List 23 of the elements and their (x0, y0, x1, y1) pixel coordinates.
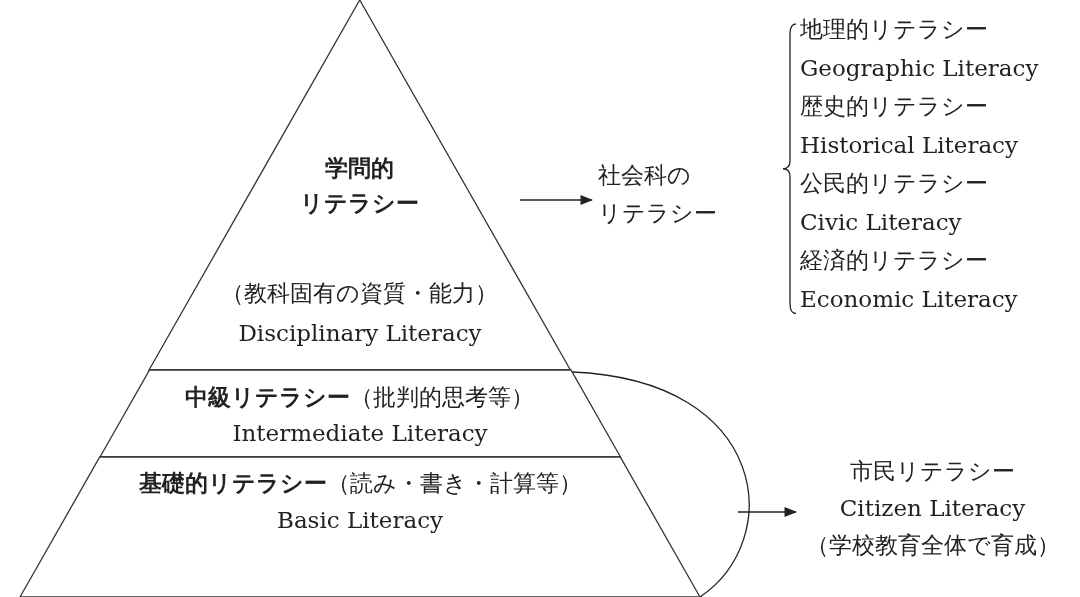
band-text: リテラシー (300, 190, 420, 218)
list-item: 公民的リテラシー (800, 170, 988, 198)
node-text: 社会科の (598, 162, 691, 190)
band-text: Basic Literacy (277, 507, 443, 535)
list-item: Historical Literacy (800, 131, 1018, 160)
band-title: 学問的 (325, 155, 395, 183)
list-item: Civic Literacy (800, 208, 962, 237)
list-item: Geographic Literacy (800, 54, 1039, 83)
band-title: 中級リテラシー（批判的思考等） (185, 384, 535, 412)
node-text: 市民リテラシー (850, 458, 1015, 486)
list-item: 経済的リテラシー (800, 247, 988, 275)
arrow (519, 194, 594, 206)
arrow (737, 506, 798, 518)
band-text: Disciplinary Literacy (238, 320, 482, 348)
list-item: 歴史的リテラシー (800, 93, 988, 121)
band-title: 基礎的リテラシー（読み・書き・計算等） (138, 470, 582, 498)
node-text: （学校教育全体で育成） (805, 532, 1060, 560)
node-text: Citizen Literacy (839, 495, 1026, 523)
list-item: Economic Literacy (800, 285, 1018, 314)
band-text: Intermediate Literacy (232, 420, 488, 448)
band-text: （教科固有の資質・能力） (221, 280, 499, 308)
list-item: 地理的リテラシー (800, 16, 988, 44)
node-text: リテラシー (598, 200, 717, 228)
